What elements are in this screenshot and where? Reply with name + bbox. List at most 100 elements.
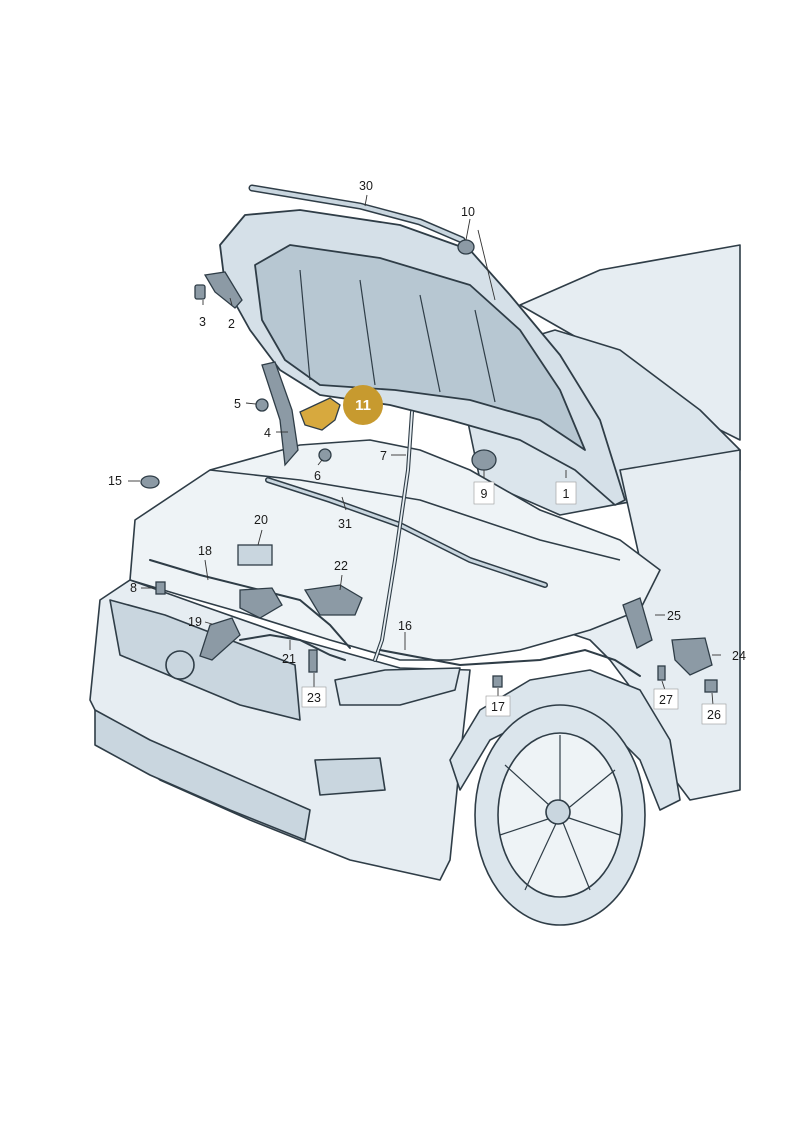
label-box [473,481,495,505]
callout-6: 6 [314,469,321,483]
svg-text:6: 6 [314,469,321,483]
buffer-10 [457,239,475,255]
svg-text:21: 21 [282,652,296,666]
clip-26 [704,679,718,693]
svg-text:17: 17 [491,700,505,714]
car-body [89,244,741,926]
actuator-22 [303,584,363,616]
clip-8 [155,581,166,595]
svg-text:3: 3 [199,315,206,329]
callout-3: 3 [199,315,206,329]
bump-stop-3 [194,284,206,300]
callout-1: 1 [555,481,577,505]
svg-text:19: 19 [188,615,202,629]
highlight-badge [343,385,383,425]
highlighted-part-11 [299,397,341,431]
grille-badge [165,650,195,680]
bolt-27 [657,665,666,681]
callout-15: 15 [108,474,122,488]
callout-16: 16 [398,619,412,633]
svg-text:11: 11 [355,397,371,414]
callout-8: 8 [130,581,137,595]
callout-18: 18 [198,544,212,558]
wheel-spokes [499,735,621,891]
hood-hinge-upper [203,271,243,309]
callout-17: 17 [485,695,511,717]
svg-text:18: 18 [198,544,212,558]
callout-31: 31 [338,517,352,531]
callout-labels: 30 10 3 2 5 11 4 7 6 9 1 15 31 20 18 22 … [108,179,746,725]
bracket-20 [237,544,273,566]
svg-text:5: 5 [234,397,241,411]
svg-text:24: 24 [732,649,746,663]
callout-27: 27 [653,688,679,710]
svg-text:27: 27 [659,693,673,707]
release-handle [199,617,241,661]
hood-hinge-arm [261,361,299,467]
cowl-line [209,469,621,561]
callout-10: 10 [461,205,475,219]
callout-19: 19 [188,615,202,629]
svg-text:16: 16 [398,619,412,633]
svg-text:22: 22 [334,559,348,573]
upper-grille [109,599,301,721]
bowden-cable-upper [149,559,351,649]
svg-text:23: 23 [307,691,321,705]
svg-text:10: 10 [461,205,475,219]
hood-ribs [299,269,496,403]
label-box [701,703,727,725]
svg-text:7: 7 [380,449,387,463]
svg-text:30: 30 [359,179,373,193]
leader-lines [128,194,721,706]
seals-and-cables [149,184,641,677]
wheel-hub [545,799,571,825]
label-box [555,481,577,505]
callout-25: 25 [667,609,681,623]
fog-light [314,757,386,796]
callout-2: 2 [228,317,235,331]
headlight [334,667,461,706]
hood-lock [239,587,283,619]
svg-text:1: 1 [563,487,570,501]
nut-5 [255,398,269,412]
callout-23: 23 [301,686,327,708]
svg-text:26: 26 [707,708,721,722]
hood-inner-frame [254,244,586,451]
callout-21: 21 [282,652,296,666]
bowden-cable-lower [239,633,346,661]
rubber-buffer-9 [471,449,497,471]
svg-text:2: 2 [228,317,235,331]
svg-text:15: 15 [108,474,122,488]
svg-text:8: 8 [130,581,137,595]
svg-text:25: 25 [667,609,681,623]
label-box [301,686,327,708]
svg-text:4: 4 [264,426,271,440]
callout-7: 7 [380,449,387,463]
callout-24: 24 [732,649,746,663]
callout-20: 20 [254,513,268,527]
callout-26: 26 [701,703,727,725]
lower-grille [94,709,311,841]
svg-text:20: 20 [254,513,268,527]
release-cable [379,648,641,677]
callout-9: 9 [473,481,495,505]
svg-text:9: 9 [481,487,488,501]
cap-15 [140,475,160,489]
latch-25 [622,597,653,649]
open-hood [219,209,626,506]
svg-text:31: 31 [338,517,352,531]
clip-17 [492,675,503,688]
bracket-24 [671,637,713,676]
label-box [653,688,679,710]
callout-5: 5 [234,397,241,411]
label-box [485,695,511,717]
callout-11: 11 [343,385,383,425]
small-parts [140,239,718,693]
bolt-6 [318,448,332,462]
callout-4: 4 [264,426,271,440]
screw-23 [308,649,318,673]
callout-30: 30 [359,179,373,193]
callout-22: 22 [334,559,348,573]
